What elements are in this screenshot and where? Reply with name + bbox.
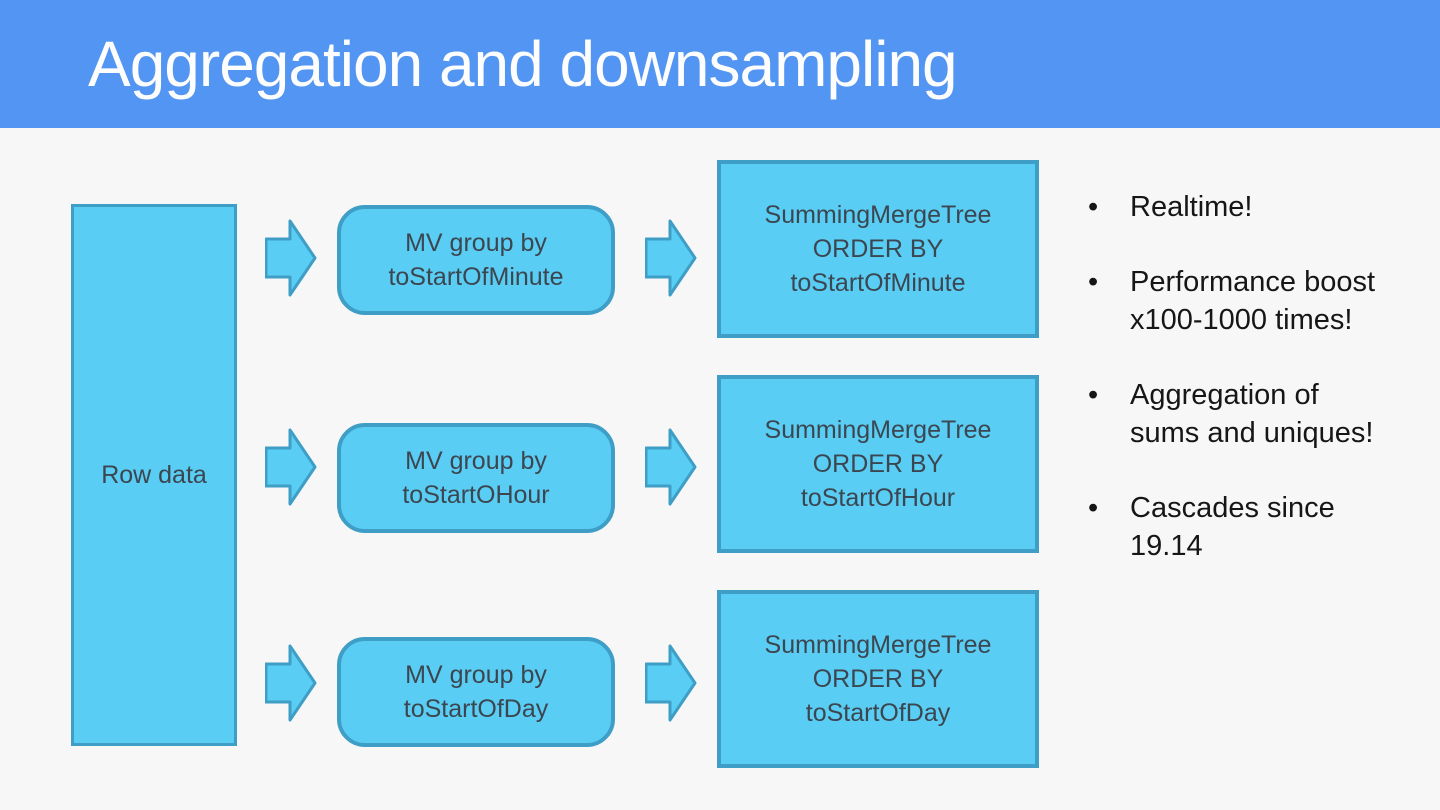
bullet-item-aggregation: Aggregation of sums and uniques! — [1078, 376, 1378, 452]
mv-box-minute-label: MV group by toStartOfMinute — [388, 229, 564, 291]
header-bar: Aggregation and downsampling — [0, 0, 1440, 128]
right-arrow-icon — [645, 644, 697, 722]
summing-merge-tree-box-minute: SummingMergeTree ORDER BY toStartOfMinut… — [717, 160, 1039, 338]
summing-merge-tree-box-day: SummingMergeTree ORDER BY toStartOfDay — [717, 590, 1039, 768]
mv-box-hour: MV group by toStartOHour — [337, 423, 615, 533]
row-data-label: Row data — [101, 461, 207, 489]
summing-merge-tree-minute-label: SummingMergeTree ORDER BY toStartOfMinut… — [764, 201, 992, 297]
mv-box-day-label: MV group by toStartOfDay — [403, 661, 549, 723]
right-arrow-icon — [265, 219, 317, 297]
bullet-item-realtime: Realtime! — [1078, 188, 1378, 226]
mv-box-hour-label: MV group by toStartOHour — [402, 447, 550, 509]
summing-merge-tree-box-hour: SummingMergeTree ORDER BY toStartOfHour — [717, 375, 1039, 553]
bullet-item-cascades: Cascades since 19.14 — [1078, 489, 1378, 565]
row-data-box: Row data — [71, 204, 237, 746]
right-arrow-icon — [265, 428, 317, 506]
summing-merge-tree-day-label: SummingMergeTree ORDER BY toStartOfDay — [764, 631, 992, 727]
bullet-list: Realtime! Performance boost x100-1000 ti… — [1078, 188, 1378, 602]
right-arrow-icon — [265, 644, 317, 722]
right-arrow-icon — [645, 219, 697, 297]
right-arrow-icon — [645, 428, 697, 506]
slide-title: Aggregation and downsampling — [88, 28, 958, 100]
mv-box-day: MV group by toStartOfDay — [337, 637, 615, 747]
mv-box-minute: MV group by toStartOfMinute — [337, 205, 615, 315]
bullet-item-performance: Performance boost x100-1000 times! — [1078, 263, 1378, 339]
summing-merge-tree-hour-label: SummingMergeTree ORDER BY toStartOfHour — [764, 416, 992, 512]
